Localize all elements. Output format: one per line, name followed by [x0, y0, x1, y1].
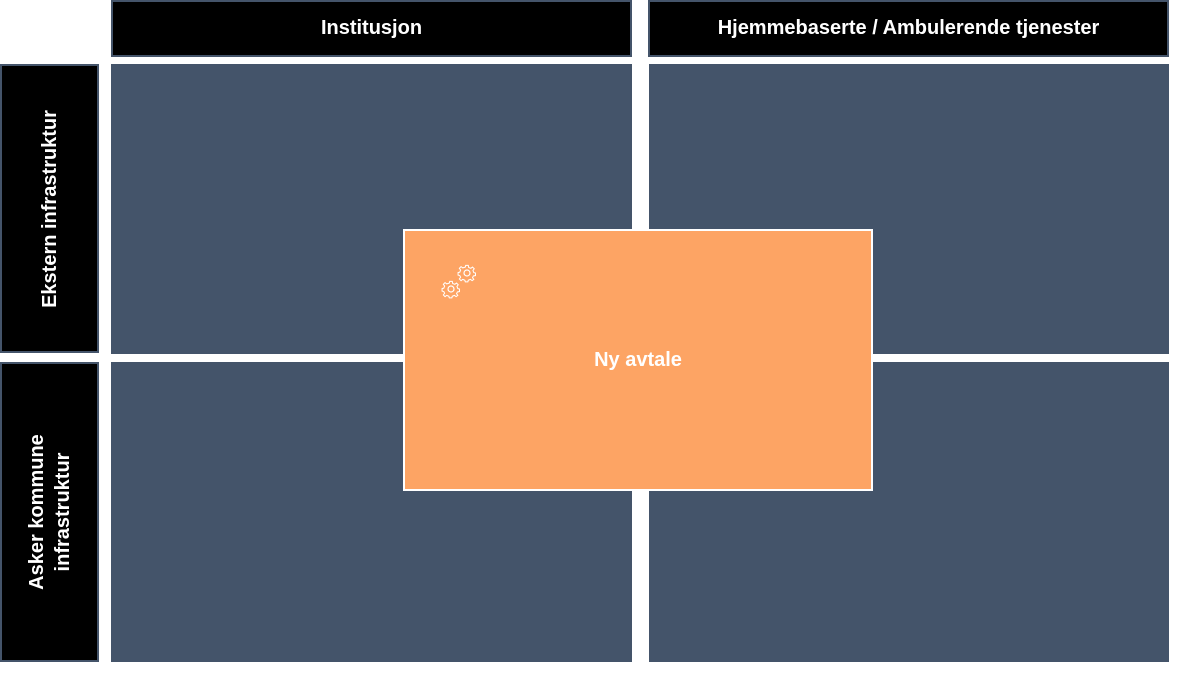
row-header-label: Ekstern infrastruktur	[38, 109, 61, 308]
center-card: Ny avtale	[403, 229, 873, 491]
column-header-hjemmebaserte: Hjemmebaserte / Ambulerende tjenester	[648, 0, 1169, 57]
gears-icon	[441, 264, 477, 299]
center-label: Ny avtale	[594, 348, 682, 371]
column-header-label: Institusjon	[320, 17, 423, 39]
column-header-institusjon: Institusjon	[111, 0, 632, 57]
column-header-label: Hjemmebaserte / Ambulerende tjenester	[717, 17, 1100, 39]
row-header-ekstern: Ekstern infrastruktur	[0, 64, 99, 353]
